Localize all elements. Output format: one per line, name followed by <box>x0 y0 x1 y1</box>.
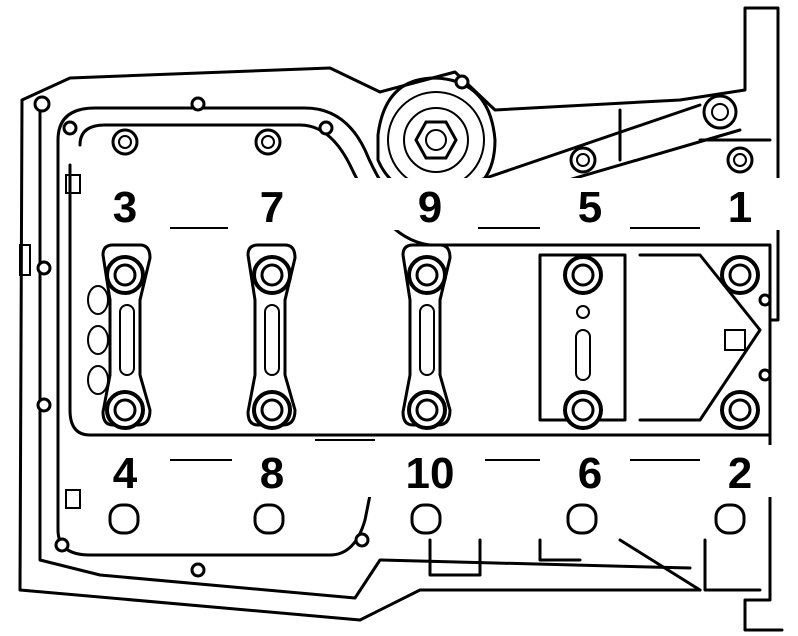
label-bolt-7: 7 <box>260 183 284 232</box>
upper-label-strip <box>85 178 785 230</box>
left-ribs <box>19 174 109 509</box>
bolt-9 <box>407 255 447 295</box>
bolt-10 <box>407 390 447 430</box>
lower-bosses <box>108 503 746 535</box>
label-bolt-5: 5 <box>578 183 602 232</box>
bolt-8 <box>252 390 292 430</box>
upper-bosses <box>111 128 754 174</box>
bolt-6 <box>563 390 603 430</box>
mount-boss-right <box>702 94 738 130</box>
label-bolt-2: 2 <box>728 449 752 498</box>
pulley-ring-inner <box>403 107 469 173</box>
label-bolt-3: 3 <box>113 183 137 232</box>
bolt-7 <box>252 255 292 295</box>
label-connectors <box>170 227 700 461</box>
gasket-inner-outline <box>38 110 692 600</box>
bearing-caps <box>101 243 762 427</box>
upper-right-rib <box>478 103 772 202</box>
label-bolt-9: 9 <box>418 183 442 232</box>
housing-outline <box>18 6 784 632</box>
bolt-heads <box>105 255 760 430</box>
pulley-nut <box>414 120 458 160</box>
lower-label-strip <box>85 445 785 497</box>
label-bolt-10: 10 <box>406 449 455 498</box>
pulley-center <box>425 129 447 151</box>
lower-right-lug <box>428 538 762 592</box>
bolt-1 <box>720 255 760 295</box>
bolt-2 <box>720 390 760 430</box>
label-bolt-4: 4 <box>113 449 138 498</box>
mount-boss-right-hole <box>711 103 729 121</box>
label-bolt-1: 1 <box>728 183 752 232</box>
label-bolt-6: 6 <box>578 449 602 498</box>
gasket-holes <box>33 74 772 578</box>
bolt-4 <box>105 390 145 430</box>
bolt-5 <box>563 255 603 295</box>
label-bolt-8: 8 <box>260 449 284 498</box>
bolt-3 <box>105 255 145 295</box>
